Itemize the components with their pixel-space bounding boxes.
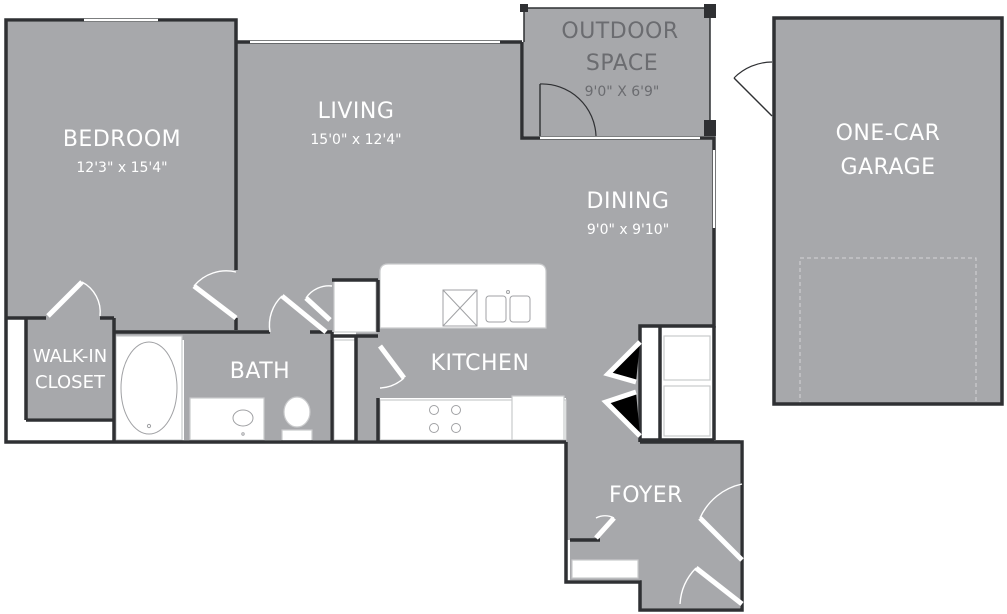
bath-vanity <box>189 397 265 441</box>
foyer-closet-door <box>594 516 616 540</box>
outdoor-label-line1: OUTDOOR <box>561 19 678 44</box>
bathtub <box>115 335 183 441</box>
foyer-south-door <box>694 566 744 606</box>
dryer <box>663 385 711 437</box>
dining-dims: 9'0" x 9'10" <box>587 222 669 238</box>
laundry-bifold-lower <box>601 389 642 438</box>
dining-label: DINING <box>587 189 670 214</box>
entry-door <box>698 516 744 562</box>
outer-wall-foyer <box>564 440 744 612</box>
walkin-label-line2: CLOSET <box>35 372 106 393</box>
bath-door-swing <box>268 295 283 333</box>
outdoor-door-swing <box>539 83 597 137</box>
bathtub-drain <box>146 423 152 429</box>
cooktop <box>429 405 461 433</box>
kitchen-sink-right <box>509 295 531 323</box>
pantry-door-swing <box>305 285 333 299</box>
pantry <box>333 279 377 333</box>
bedroom-dims: 12'3" x 15'4" <box>76 160 167 176</box>
bath-door <box>280 294 328 334</box>
dishwasher <box>442 289 478 327</box>
walkin-closet-floor <box>26 318 114 418</box>
toilet-tank <box>281 429 313 443</box>
post-se <box>704 120 716 136</box>
post-nw <box>520 4 528 12</box>
kitchen-sink-left <box>485 295 507 323</box>
outdoor-dims: 9'0" X 6'9" <box>585 84 660 100</box>
bathtub-basin <box>120 341 178 435</box>
hall-floor <box>114 318 330 340</box>
bath-label: BATH <box>230 359 290 384</box>
closet-door <box>46 280 84 318</box>
bedroom-label: BEDROOM <box>63 127 181 152</box>
garage-floor <box>774 18 1002 404</box>
burner-1 <box>429 405 439 415</box>
outdoor-label-line2: SPACE <box>586 51 658 76</box>
post-ne <box>704 4 716 18</box>
entry-door-swing <box>699 483 743 519</box>
bath-sink <box>232 409 254 427</box>
outer-wall-west-north <box>4 18 566 444</box>
garage-door <box>733 77 773 117</box>
living-label: LIVING <box>318 99 395 124</box>
linen-shelf <box>333 339 357 441</box>
burner-3 <box>429 423 439 433</box>
kitchen-faucet <box>506 290 510 294</box>
fixtures <box>115 257 977 579</box>
garage-label-line2: GARAGE <box>840 155 935 180</box>
burner-2 <box>451 405 461 415</box>
doors <box>46 61 773 606</box>
foyer-south-door-swing <box>679 567 697 605</box>
laundry-bifold-upper <box>603 340 642 385</box>
kitchen-label: KITCHEN <box>431 351 530 376</box>
bath-faucet <box>241 432 245 436</box>
foyer-closet-shelf <box>571 559 639 579</box>
walls <box>4 4 1004 612</box>
garage-door-swing <box>733 61 773 79</box>
kitchen-closet-door-swing <box>379 377 405 389</box>
bedroom-floor <box>6 22 236 318</box>
burner-4 <box>451 423 461 433</box>
living-dining-floor <box>236 42 714 440</box>
washer <box>663 335 711 381</box>
dishwasher-x2 <box>442 289 478 327</box>
foyer-closet-door-swing <box>595 515 615 519</box>
room-labels: BEDROOM 12'3" x 15'4" LIVING 15'0" x 12'… <box>33 19 941 508</box>
bedroom-door <box>192 284 238 320</box>
garage-walls <box>772 16 1004 406</box>
kitchen-island <box>379 263 547 329</box>
foyer-label: FOYER <box>609 483 683 508</box>
living-dims: 15'0" x 12'4" <box>310 132 401 148</box>
outdoor-space-floor <box>524 8 710 136</box>
bedroom-door-swing <box>193 270 237 287</box>
windows <box>84 18 716 228</box>
refrigerator <box>511 395 565 441</box>
closet-door-swing <box>81 281 101 317</box>
garage-label-line1: ONE-CAR <box>836 121 941 146</box>
toilet-bowl <box>283 396 311 428</box>
walkin-label-line1: WALK-IN <box>33 346 107 367</box>
closet-small-floor <box>356 398 378 440</box>
pantry-door <box>304 296 332 322</box>
kitchen-closet-door <box>378 344 406 380</box>
